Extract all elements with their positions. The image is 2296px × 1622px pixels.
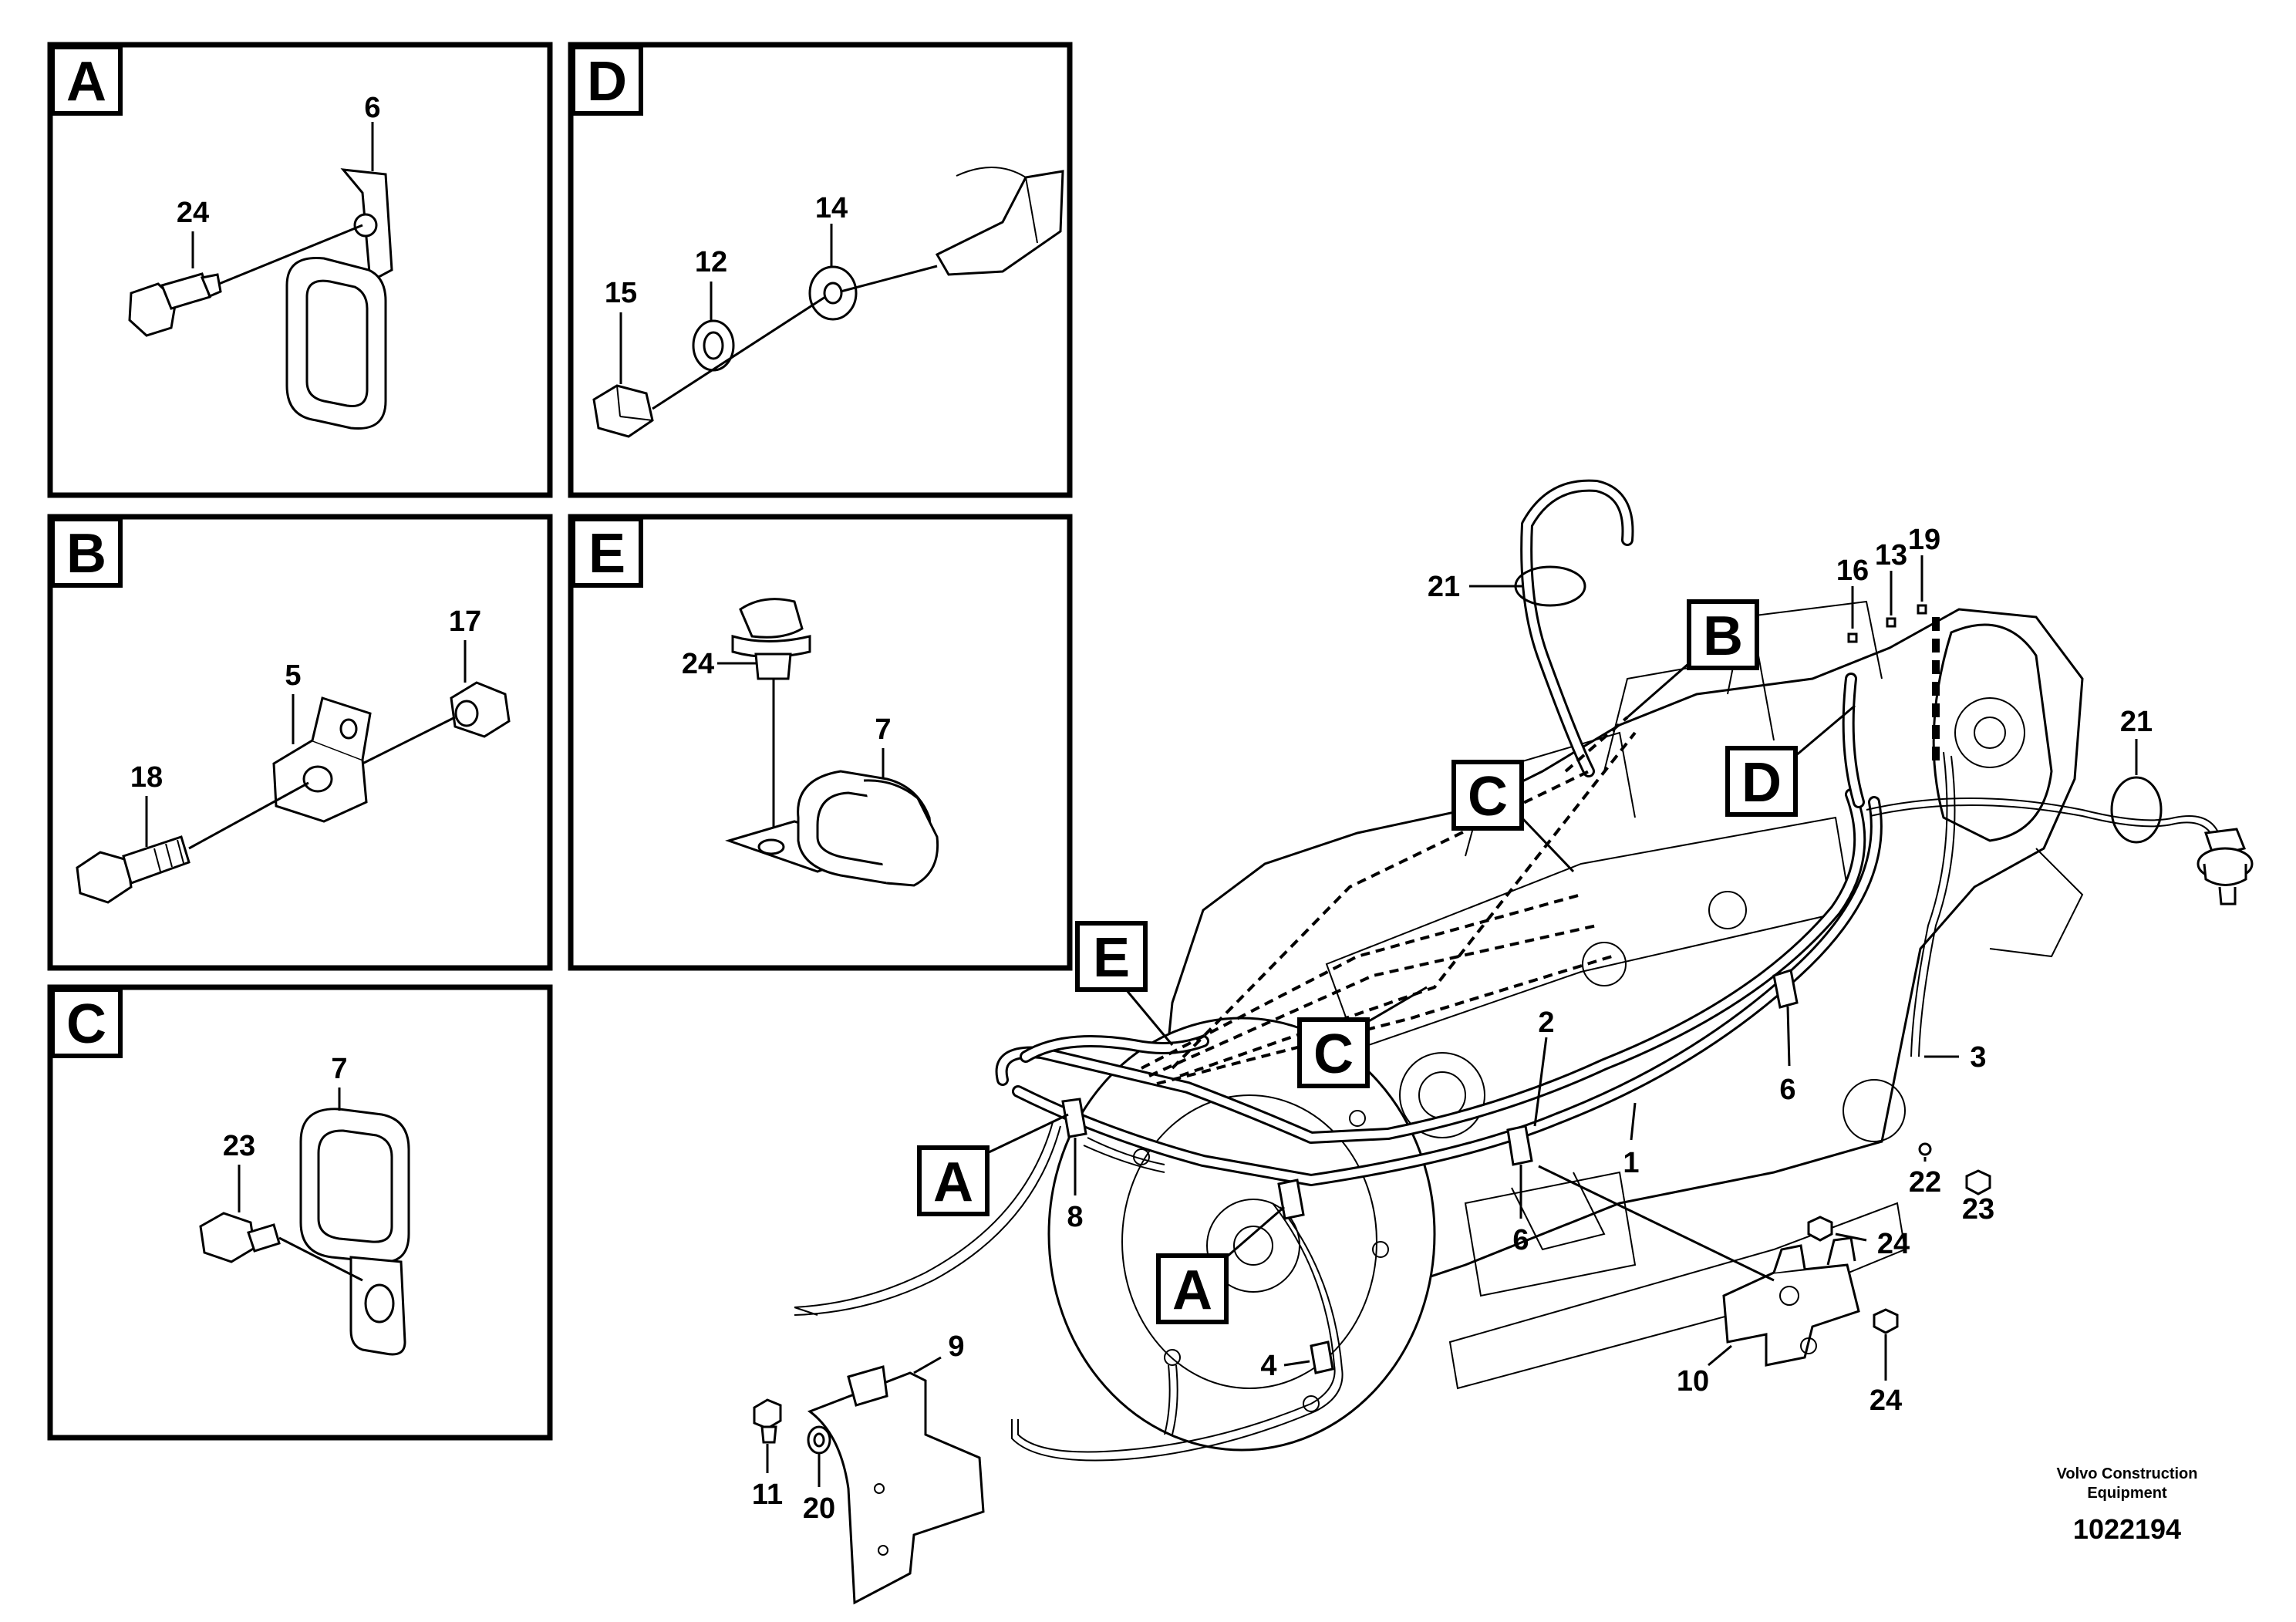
main-callout-leaders <box>766 555 2138 1487</box>
bolt-part-24-e <box>731 598 811 680</box>
panel-c-tag: C <box>66 993 106 1055</box>
washer-13 <box>1886 617 1896 628</box>
callout-16: 16 <box>1836 555 1869 587</box>
main-tag-a-left: A <box>917 1113 1069 1216</box>
callout-6-lower: 6 <box>1512 1224 1529 1256</box>
bolt-part-18 <box>76 835 190 904</box>
washer-16 <box>1847 632 1858 643</box>
washer-part-20 <box>807 1425 831 1455</box>
svg-text:C: C <box>1313 1023 1354 1085</box>
callout-18: 18 <box>130 761 163 794</box>
wiring-harness <box>794 479 2254 1462</box>
bracket-part-10 <box>1722 1236 1860 1367</box>
main-tag-a-lower: A <box>1156 1206 1285 1324</box>
svg-text:A: A <box>933 1152 973 1213</box>
detail-panel-b: B 5 17 18 <box>47 514 553 971</box>
detail-panel-c: C 7 23 <box>47 984 553 1441</box>
clip-part-7-c <box>299 1108 410 1356</box>
detail-panel-a: A 6 24 <box>47 42 553 498</box>
callout-8: 8 <box>1067 1201 1083 1233</box>
callout-6-main: 6 <box>1779 1074 1795 1106</box>
bolt-part-24 <box>128 272 222 337</box>
callout-13: 13 <box>1875 539 1907 572</box>
document-number: 1022194 <box>2073 1513 2181 1545</box>
washer-19 <box>1917 604 1927 615</box>
detail-panel-d: D 14 12 15 <box>568 42 1073 498</box>
panel-b-tag: B <box>66 523 106 585</box>
bolt-23-main <box>1965 1169 1991 1195</box>
detail-panel-e: E 7 24 <box>568 514 1073 971</box>
callout-11: 11 <box>752 1479 783 1511</box>
svg-text:E: E <box>1093 927 1130 989</box>
main-tag-d: D <box>1725 704 1856 817</box>
callout-2: 2 <box>1538 1007 1554 1039</box>
dashed-reference-lines <box>1141 716 1637 1085</box>
panel-e-tag: E <box>588 523 625 585</box>
panel-a-tag: A <box>66 51 106 113</box>
bolt-24-lower <box>1873 1308 1899 1334</box>
main-callouts: 21 16 13 19 21 3 2 1 6 22 23 24 10 24 8 … <box>752 524 2153 1525</box>
callout-5: 5 <box>285 659 301 692</box>
callout-15: 15 <box>605 277 637 309</box>
callout-20: 20 <box>803 1492 835 1525</box>
cable-terminal <box>840 167 1064 293</box>
callout-21-left: 21 <box>1428 571 1460 603</box>
callout-24-e: 24 <box>682 648 714 680</box>
callout-6: 6 <box>364 92 380 124</box>
nut-part-17 <box>450 681 511 738</box>
callout-19: 19 <box>1908 524 1940 556</box>
clip-part-6 <box>285 168 393 430</box>
bolt-part-11 <box>753 1398 782 1444</box>
svg-text:C: C <box>1468 766 1508 828</box>
bolt-24-upper <box>1807 1216 1833 1242</box>
callout-4: 4 <box>1260 1350 1276 1382</box>
bolt-part-23 <box>199 1212 281 1263</box>
callout-1: 1 <box>1623 1147 1639 1179</box>
callout-24-upper: 24 <box>1877 1228 1910 1260</box>
bracket-part-9 <box>807 1365 985 1605</box>
footer: Volvo Construction Equipment 1022194 <box>2057 1465 2198 1545</box>
callout-14: 14 <box>815 192 848 224</box>
washer-22 <box>1918 1142 1932 1156</box>
callout-9: 9 <box>948 1330 964 1363</box>
callout-23: 23 <box>223 1130 255 1162</box>
callout-3: 3 <box>1970 1041 1986 1074</box>
main-tag-c-lower: C <box>1297 986 1428 1088</box>
callout-24: 24 <box>177 197 209 229</box>
callout-17: 17 <box>449 605 481 638</box>
callout-22: 22 <box>1909 1166 1941 1199</box>
svg-text:D: D <box>1741 752 1782 814</box>
company-name-line2: Equipment <box>2087 1485 2167 1502</box>
svg-text:A: A <box>1172 1259 1212 1321</box>
panel-d-tag: D <box>587 51 627 113</box>
callout-10: 10 <box>1677 1365 1709 1398</box>
nut-part-15 <box>592 384 654 438</box>
callout-23-main: 23 <box>1962 1193 1994 1226</box>
company-name-line1: Volvo Construction <box>2057 1465 2198 1482</box>
sensor-connector <box>2197 828 2254 905</box>
main-tag-b: B <box>1627 599 1759 719</box>
callout-24-lower: 24 <box>1870 1384 1902 1417</box>
callout-12: 12 <box>695 246 727 278</box>
main-tag-e: E <box>1075 921 1174 1046</box>
callout-7-c: 7 <box>331 1053 347 1085</box>
clip-part-7-e <box>725 770 939 887</box>
callout-21-right: 21 <box>2120 706 2153 738</box>
callout-7-e: 7 <box>875 713 891 746</box>
main-tag-c-upper: C <box>1451 760 1575 873</box>
svg-text:B: B <box>1703 605 1743 667</box>
bracket-part-5 <box>272 696 372 823</box>
